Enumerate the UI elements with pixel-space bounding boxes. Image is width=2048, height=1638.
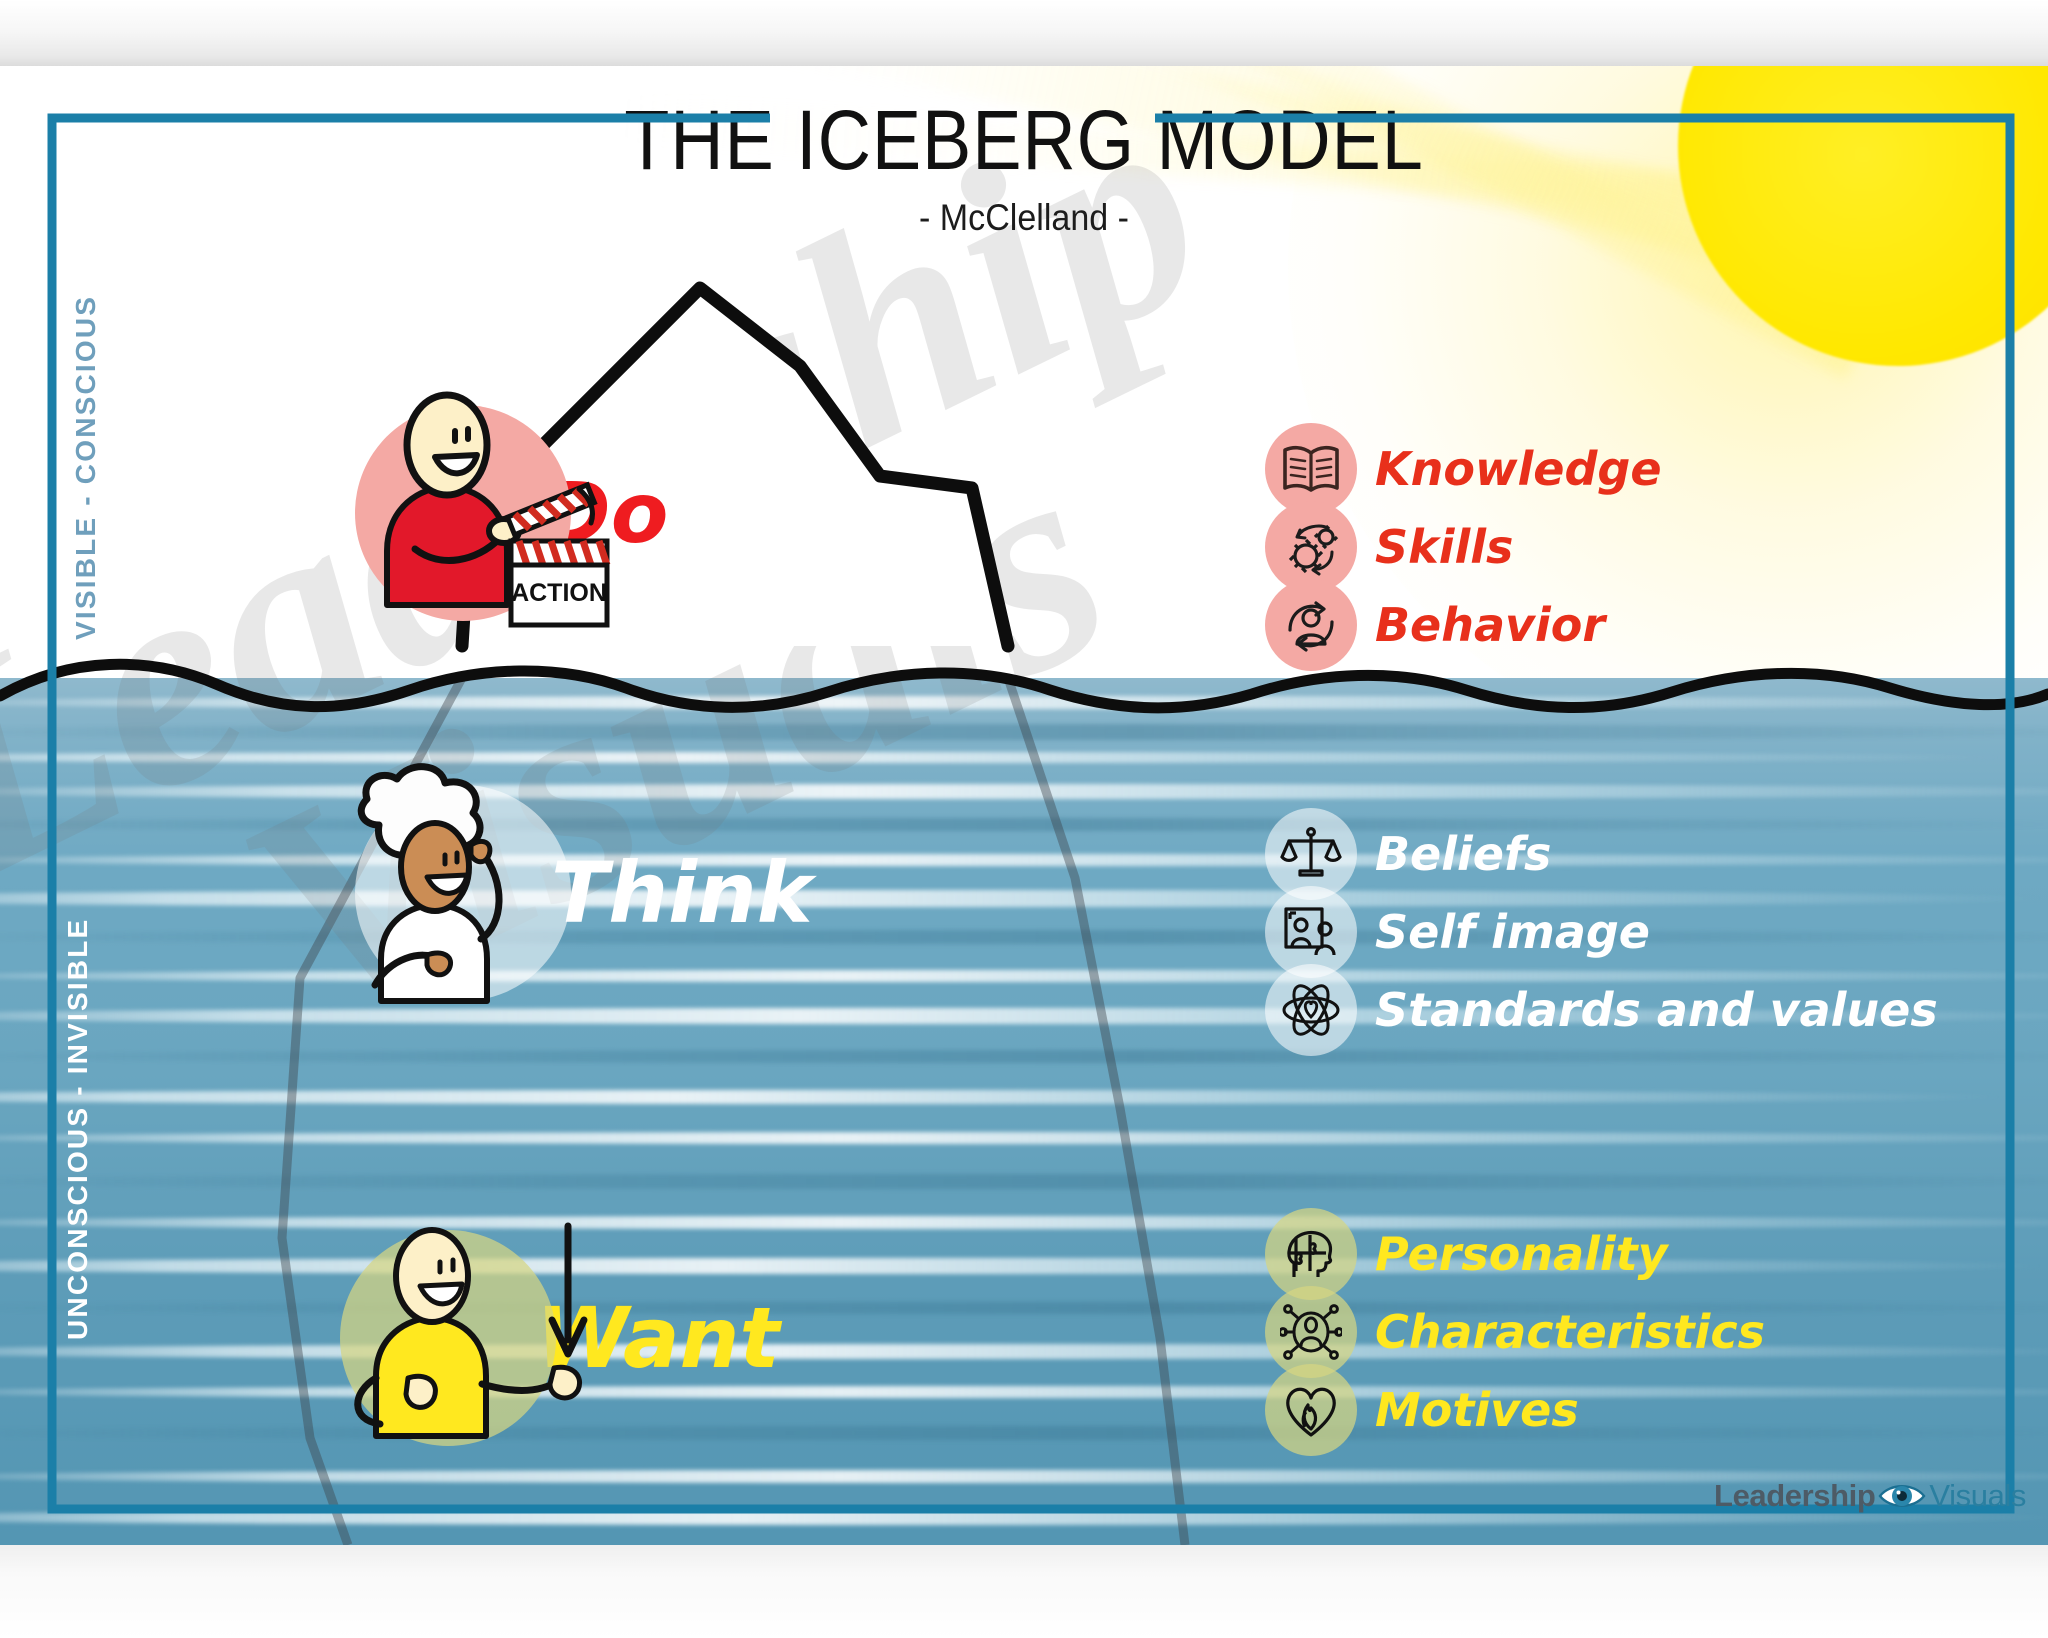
layer-think: Think [355, 763, 813, 1004]
keyword-row: Behavior [1265, 579, 1662, 671]
keyword-label: Self image [1375, 905, 1650, 959]
page-edge-bottom [0, 1545, 2048, 1638]
keyword-row: Characteristics [1265, 1286, 1765, 1378]
atom-heart-icon [1265, 964, 1357, 1056]
do-character: ACTION [355, 391, 611, 628]
keyword-row: Knowledge [1265, 423, 1662, 515]
person-with-thought-cloud-icon [357, 763, 503, 1004]
keyword-label: Motives [1375, 1383, 1579, 1437]
person-with-clapperboard-icon: ACTION [384, 391, 611, 628]
layer-do: ACTION Do [355, 391, 668, 628]
want-bubble [340, 1222, 588, 1446]
side-label-visible: VISIBLE - CONSCIOUS [70, 294, 101, 640]
eye-icon [1878, 1481, 1926, 1511]
keyword-list-think: Beliefs Self image [1265, 808, 1938, 1056]
keyword-row: Personality [1265, 1208, 1765, 1300]
title-main: THE ICEBERG MODEL [624, 93, 1424, 187]
keyword-label: Beliefs [1375, 827, 1552, 881]
brand-logo: Leadership Visuals [1714, 1478, 2026, 1514]
keyword-row: Beliefs [1265, 808, 1938, 900]
title-subtitle: - McClelland - [919, 197, 1129, 238]
think-character [355, 763, 571, 1004]
keyword-label: Behavior [1375, 598, 1606, 652]
keyword-list-want: Personality Characteristics [1265, 1208, 1765, 1456]
keyword-label: Standards and values [1375, 983, 1938, 1037]
layer-want: Want [340, 1222, 780, 1446]
heart-flame-icon [1265, 1364, 1357, 1456]
keyword-row: Self image [1265, 886, 1938, 978]
think-bubble [355, 763, 571, 1004]
keyword-label: Knowledge [1375, 442, 1662, 496]
side-label-unconscious: UNCONSCIOUS - INVISIBLE [62, 917, 93, 1340]
person-pointing-with-arrow-icon [354, 1222, 588, 1439]
person-cycle-icon [1265, 579, 1357, 671]
page-edge-top [0, 0, 2048, 66]
keyword-label: Skills [1375, 520, 1514, 574]
svg-text:ACTION: ACTION [511, 579, 607, 607]
keyword-row: Motives [1265, 1364, 1765, 1456]
keyword-label: Personality [1375, 1227, 1668, 1281]
keyword-row: Skills [1265, 501, 1662, 593]
want-character [340, 1222, 588, 1446]
brand-name-left: Leadership [1714, 1478, 1876, 1513]
brand-name-right: Visuals [1929, 1478, 2026, 1513]
do-bubble: ACTION [355, 391, 611, 628]
keyword-row: Standards and values [1265, 964, 1938, 1056]
keyword-list-do: Knowledge Skills [1265, 423, 1662, 671]
keyword-label: Characteristics [1375, 1305, 1765, 1359]
page-title: THE ICEBERG MODEL - McClelland - [0, 92, 2048, 239]
